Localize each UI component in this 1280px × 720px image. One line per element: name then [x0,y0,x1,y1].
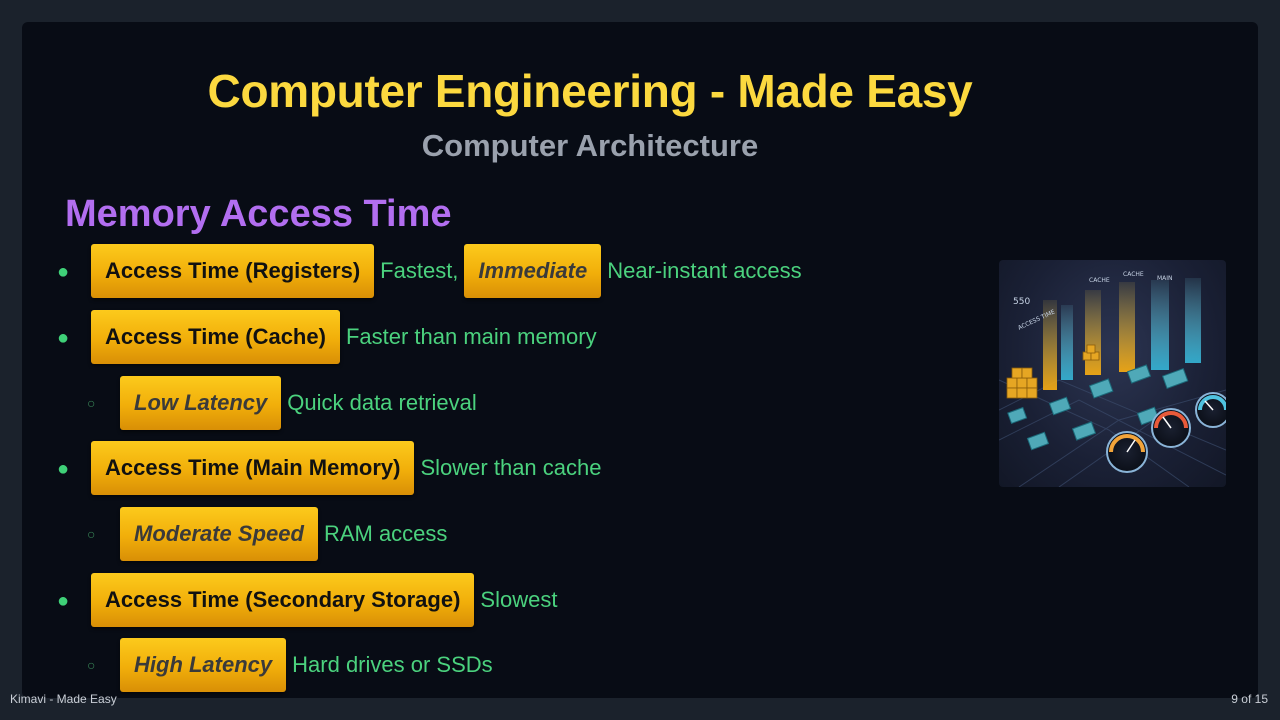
bar [1185,278,1201,363]
bullet-circle: ○ [87,395,96,411]
list-item: Low Latency Quick data retrieval [120,375,477,431]
bullet-circle: ○ [87,657,96,673]
list-item: Access Time (Registers) Fastest, Immedia… [91,243,802,299]
slide-title: Computer Engineering - Made Easy [207,65,973,117]
bar [1119,282,1135,372]
term-pill: Access Time (Main Memory) [91,441,415,495]
term-pill: Immediate [464,244,602,298]
section-heading: Memory Access Time [65,193,452,235]
term-pill: Access Time (Registers) [91,244,375,298]
list-item: Access Time (Secondary Storage) Slowest [91,572,557,628]
item-description: Hard drives or SSDs [292,652,493,677]
gauge-icon [1106,431,1148,473]
bullet-dot: ● [57,458,70,480]
illustration-label: MAIN [1157,275,1173,282]
item-description: Slower than cache [420,455,602,480]
item-description: RAM access [323,521,448,546]
bar [1043,300,1057,390]
page-counter: 9 of 15 [1231,692,1268,706]
item-description: Fastest, [380,258,459,283]
bullet-dot: ● [57,261,70,283]
term-pill: High Latency [120,638,287,692]
item-description: Faster than main memory [345,324,597,349]
item-description: Slowest [480,587,558,612]
bullet-dot: ● [57,590,70,612]
item-description: Near-instant access [607,258,802,283]
term-pill: Low Latency [120,376,282,430]
bar [1085,290,1101,375]
memory-speed-illustration: CACHE CACHE MAIN ACCESS TIME 550 [999,260,1226,487]
gauge-icon [1151,408,1191,448]
illustration-label: CACHE [1089,277,1110,284]
bullet-circle: ○ [87,526,96,542]
slide-subtitle: Computer Architecture [421,128,759,163]
list-item: Access Time (Main Memory) Slower than ca… [91,440,601,496]
bar [1151,280,1169,370]
illustration-label: 550 [1013,297,1030,307]
bullet-dot: ● [57,327,70,349]
term-pill: Access Time (Cache) [91,310,340,364]
bar [1061,305,1073,380]
term-pill: Moderate Speed [120,507,318,561]
list-item: Moderate Speed RAM access [120,506,447,562]
gauge-icon [1195,392,1226,428]
list-item: Access Time (Cache) Faster than main mem… [91,309,597,365]
item-description: Quick data retrieval [287,390,477,415]
list-item: High Latency Hard drives or SSDs [120,637,493,693]
illustration-label: CACHE [1123,271,1144,278]
illustration-svg: CACHE CACHE MAIN ACCESS TIME 550 [999,271,1226,487]
footer-brand: Kimavi - Made Easy [10,692,117,706]
term-pill: Access Time (Secondary Storage) [91,573,475,627]
